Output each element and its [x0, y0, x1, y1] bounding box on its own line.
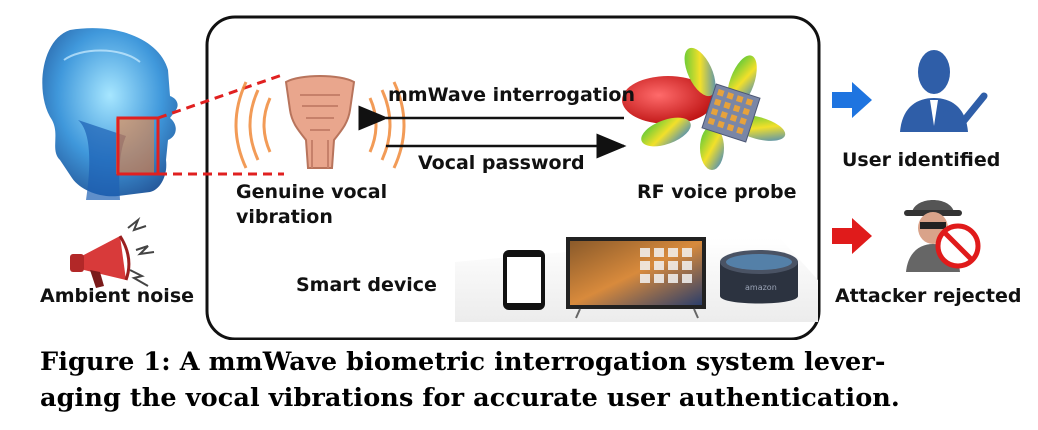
- smart-speaker-icon: [720, 250, 798, 304]
- user-identified-label: User identified: [842, 149, 1001, 171]
- rf-voice-probe-label: RF voice probe: [637, 181, 797, 203]
- caption-line-1: Figure 1: A mmWave biometric interrogati…: [40, 347, 886, 377]
- mmwave-interrogation-label: mmWave interrogation: [388, 84, 635, 106]
- attacker-rejected-label: Attacker rejected: [835, 285, 1022, 307]
- system-frame: [205, 15, 821, 340]
- echo-brand-text: amazon: [745, 283, 777, 292]
- genuine-vocal-label: Genuine vocal vibration: [236, 180, 387, 230]
- blocked-attacker-icon: [904, 200, 981, 272]
- vocal-password-label: Vocal password: [418, 152, 585, 174]
- accept-arrow-icon: [832, 82, 872, 118]
- throat-zoom-box: [116, 116, 160, 176]
- head-xray-icon: [42, 28, 178, 200]
- smart-device-label: Smart device: [296, 274, 437, 296]
- verified-user-icon: [900, 50, 988, 132]
- throat-icon: [284, 75, 356, 169]
- vibration-waves-icon: [234, 81, 406, 169]
- diagram-canvas: [42, 15, 988, 340]
- genuine-vocal-line2: vibration: [236, 206, 333, 228]
- zoom-line-top: [157, 73, 283, 120]
- genuine-vocal-line1: Genuine vocal: [236, 181, 388, 203]
- reject-arrow-icon: [832, 218, 872, 254]
- smart-tv-icon: [566, 237, 706, 319]
- megaphone-icon: [70, 216, 155, 288]
- smartphone-icon: [503, 250, 545, 310]
- ambient-noise-label: Ambient noise: [40, 285, 195, 307]
- radiation-pattern-icon: [622, 47, 786, 170]
- figure-caption: Figure 1: A mmWave biometric interrogati…: [40, 344, 1000, 416]
- caption-line-2: aging the vocal vibrations for accurate …: [40, 383, 900, 413]
